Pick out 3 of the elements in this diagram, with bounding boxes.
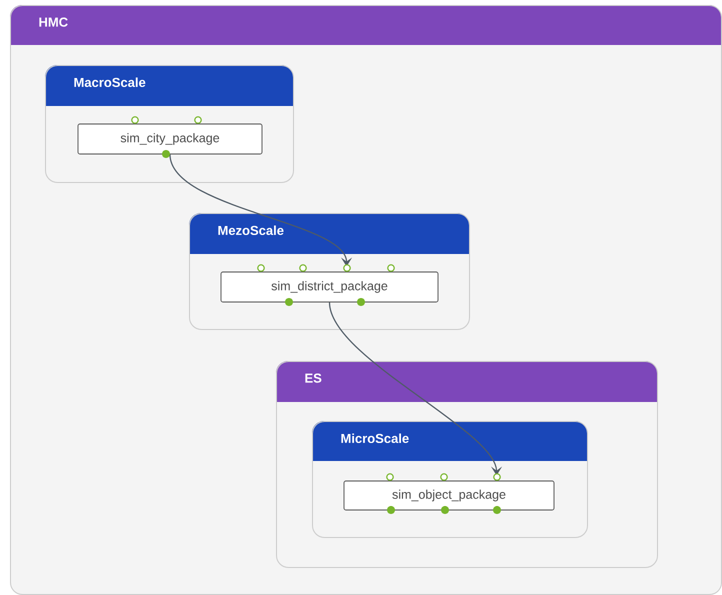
package-box: sim_city_package [78, 124, 262, 154]
package-box: sim_object_package [344, 480, 554, 510]
package-box: sim_district_package [220, 272, 438, 302]
